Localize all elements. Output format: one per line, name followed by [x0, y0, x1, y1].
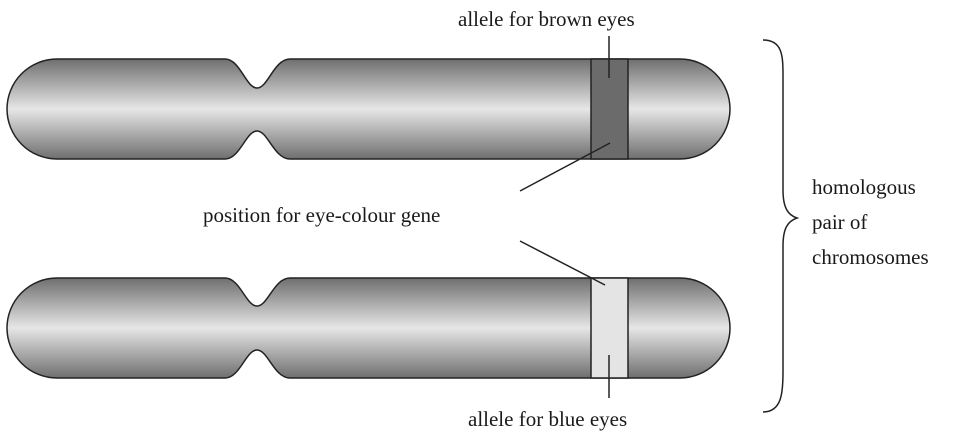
label-allele-blue: allele for blue eyes	[468, 407, 627, 431]
label-gene-position: position for eye-colour gene	[203, 203, 440, 227]
label-homologous-line2: pair of	[812, 210, 867, 234]
label-allele-brown: allele for brown eyes	[458, 7, 635, 31]
label-homologous-line1: homologous	[812, 175, 916, 199]
label-homologous-line3: chromosomes	[812, 245, 929, 269]
homologous-pair-brace	[763, 40, 797, 412]
